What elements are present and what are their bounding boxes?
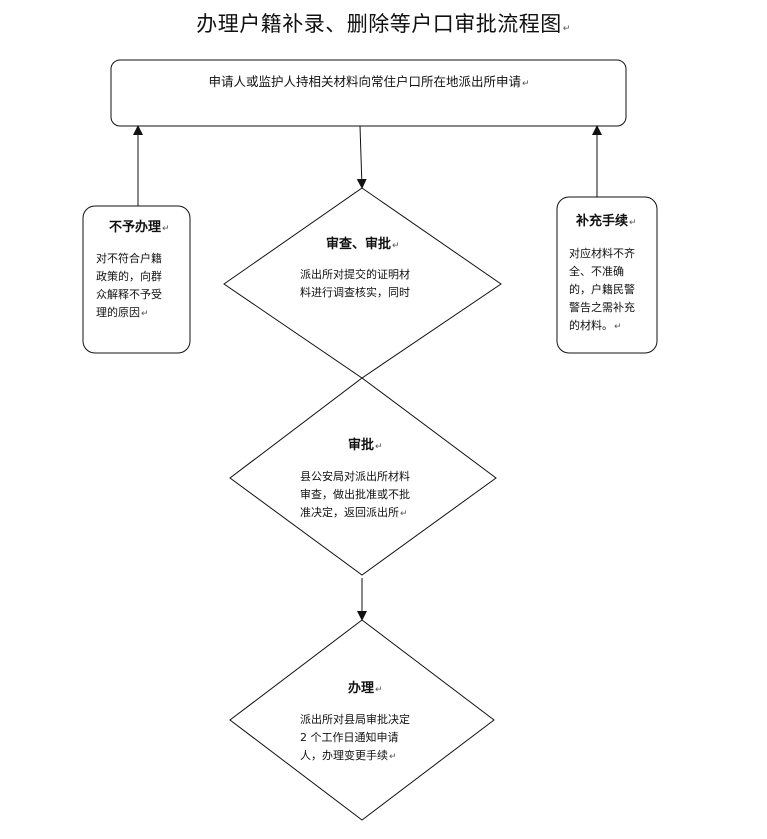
review-line: 派出所对提交的证明材 (300, 268, 410, 281)
page-title: 办理户籍补录、删除等户口审批流程图↵ (196, 12, 571, 36)
reject-box (82, 205, 191, 354)
approve-body: 县公安局对派出所材料 审查，做出批准或不批 准决定，返回派出所↵ (300, 468, 440, 523)
reject-line: 政策的，向群 (96, 270, 162, 283)
handle-line: 2 个工作日通知申请 (300, 731, 399, 744)
supplement-box-body: 对应材料不齐 全、不准确 的，户籍民警 警告之需补充 的材料。↵ (569, 245, 653, 336)
arrow-start-to-review (356, 125, 367, 189)
review-line: 料进行调查核实，同时 (300, 286, 410, 299)
handle-body: 派出所对县局审批决定 2 个工作日通知申请 人，办理变更手续↵ (300, 711, 440, 766)
approve-diamond (229, 377, 497, 576)
approve-line: 县公安局对派出所材料 (300, 470, 410, 483)
reject-box-title: 不予办理↵ (109, 220, 170, 235)
handle-title: 办理↵ (348, 681, 383, 696)
handle-line: 人，办理变更手续↵ (300, 749, 397, 762)
review-body: 派出所对提交的证明材 料进行调查核实，同时 (300, 266, 440, 302)
supplement-line: 的，户籍民警 (569, 283, 635, 296)
reject-line: 理的原因↵ (96, 306, 149, 319)
supplement-line: 警告之需补充 (569, 301, 635, 314)
reject-line: 众解释不予受 (96, 288, 162, 301)
start-box-text: 申请人或监护人持相关材料向常住户口所在地派出所申请↵ (208, 74, 530, 89)
supplement-line: 对应材料不齐 (569, 247, 635, 260)
supplement-box-title: 补充手续↵ (576, 214, 637, 229)
approve-title: 审批↵ (348, 438, 383, 453)
supplement-line: 的材料。↵ (569, 319, 622, 332)
reject-box-body: 对不符合户籍 政策的，向群 众解释不予受 理的原因↵ (96, 250, 186, 323)
handle-diamond (229, 619, 495, 821)
supplement-line: 全、不准确 (569, 265, 624, 278)
review-title: 审查、审批↵ (326, 237, 400, 252)
start-box (110, 59, 627, 127)
reject-line: 对不符合户籍 (96, 252, 162, 265)
supplement-box (556, 196, 658, 354)
approve-line: 准决定，返回派出所↵ (300, 506, 408, 519)
handle-line: 派出所对县局审批决定 (300, 713, 410, 726)
approve-line: 审查，做出批准或不批 (300, 488, 410, 501)
